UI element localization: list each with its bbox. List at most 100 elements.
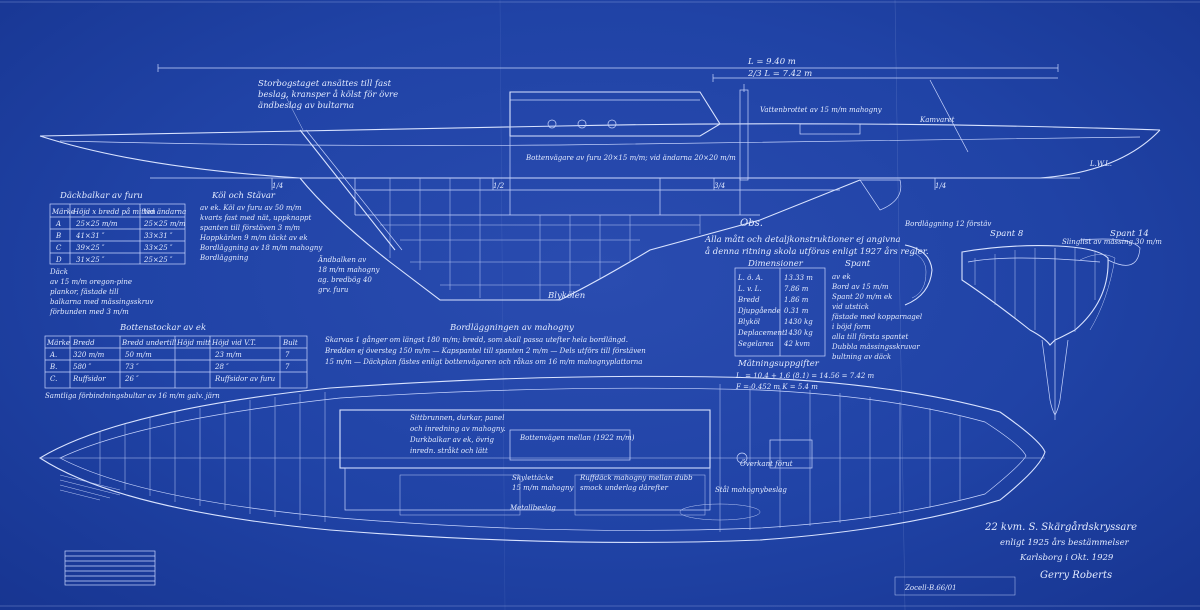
- bolt-cell-2-1: Ruffsidor: [72, 375, 106, 383]
- keel-text-3: Hoppkärlen 9 m/m täckt av ek: [199, 234, 308, 242]
- plan-note-2: Durkbalkar av ek, övrig: [409, 436, 495, 444]
- stem-note: Kamvaret: [919, 116, 955, 124]
- dim-cell-3-0: Djupgående: [737, 306, 781, 315]
- frames-text-7: Dubbla mässingsskruvar: [831, 343, 920, 351]
- deckbeam-h2: Vid ändarna: [143, 208, 186, 216]
- dim-cell-6-0: Segelarea: [738, 340, 774, 348]
- deckbeam-cell-0-0: A: [55, 220, 61, 228]
- title-line-1: 22 kvm. S. Skärgårdskryssare: [984, 521, 1137, 533]
- keel-text-0: av ek. Köl av furu av 50 m/m: [200, 204, 302, 212]
- dim-cell-5-0: Deplacement: [737, 329, 785, 337]
- bolt-cell-1-2: 73 ″: [125, 363, 139, 371]
- dim-cell-0-0: L. ö. A.: [737, 274, 763, 282]
- deckbeam-cell-3-2: 25×25 ″: [143, 256, 173, 264]
- frames-text-3: vid utstick: [832, 303, 869, 311]
- skylight-note-1: 15 m/m mahogny: [512, 484, 575, 492]
- scale-bar: [64, 550, 156, 586]
- length-top-dim: L = 9.40 m: [747, 57, 796, 67]
- deckhouse-note-2: ag. bredbög 40: [318, 276, 372, 284]
- deckhouse-note-3: grv. furu: [318, 286, 349, 294]
- section-bulkhead-label: Bordläggning 12 förstäv: [904, 220, 991, 228]
- dim-cell-2-1: 1.86 m: [784, 296, 809, 304]
- section-mid-note: Slinglist av mässing 30 m/m: [1062, 238, 1162, 246]
- cabin-note-0: Ruffdäck mahogny mellan dubb: [579, 474, 693, 482]
- keel-text-4: Bordläggning av 18 m/m mahogny: [199, 244, 323, 252]
- planking-line-1: Skarvas 1 gånger om längst 180 m/m; bred…: [325, 335, 628, 344]
- bolt-cell-0-5: 7: [285, 351, 290, 359]
- keel-text-5: Bordläggning: [199, 254, 249, 262]
- cabin-note-1: smock underlag därefter: [580, 484, 669, 492]
- measure-row-0: L. = 10.4 + 1.6 (8.1) = 14.56 = 7.42 m: [735, 372, 875, 380]
- bolt-cell-1-1: 580 ″: [73, 363, 92, 371]
- general-title: Obs.: [740, 218, 763, 229]
- dim-cell-0-1: 13.33 m: [784, 274, 813, 282]
- deckbeam-cell-0-2: 25×25 m/m: [143, 220, 186, 228]
- frames-text-2: Spant 20 m/m ek: [832, 293, 892, 301]
- bolt-cell-2-2: 26 ″: [124, 375, 139, 383]
- bench-note: Bottenvägen mellan (1922 m/m): [519, 434, 635, 442]
- hull-plan: [38, 375, 1046, 543]
- deckhouse-note-1: 18 m/m mahogny: [318, 266, 381, 274]
- cockpit-note: Vattenbrottet av 15 m/m mahogny: [760, 106, 883, 114]
- archive-stamp: Zocell-B.66/01: [904, 584, 957, 592]
- bolt-h0: Märke: [46, 339, 70, 347]
- dimensions-title: Dimensioner: [747, 259, 804, 269]
- station-quarter-1: 1/4: [272, 182, 283, 190]
- skylight-note-0: Skylettäcke: [512, 474, 553, 482]
- plan-note-0: Sittbrunnen, durkar, panel: [410, 414, 504, 422]
- deckbeam-cell-1-1: 41×31 ″: [75, 232, 105, 240]
- dim-cell-4-1: 1430 kg: [784, 318, 813, 326]
- bulwark-note: Bottenvägare av furu 20×15 m/m; vid ända…: [525, 154, 736, 162]
- hull-profile: [39, 64, 1161, 301]
- deckbeam-cell-1-2: 33×31 ″: [144, 232, 173, 240]
- bolt-cell-0-2: 50 m/m: [125, 351, 152, 359]
- length-mid-dim: 2/3 L = 7.42 m: [747, 69, 812, 79]
- keel-label: Blykölen: [547, 291, 585, 301]
- measure-title: Mätningsuppgifter: [737, 359, 820, 369]
- plan-note-3: inredn. stråkt och lätt: [410, 446, 488, 455]
- title-line-2: enligt 1925 års bestämmelser: [1000, 536, 1130, 548]
- title-line-3: Karlsborg i Okt. 1929: [1019, 553, 1114, 563]
- deckbeam-footer-2: plankor, fästade till: [50, 288, 119, 296]
- bolt-cell-0-1: 320 m/m: [73, 351, 105, 359]
- dim-cell-5-1: 1430 kg: [784, 329, 813, 337]
- deckbeam-table-grid: [49, 203, 186, 265]
- plan-note-1: och inredning av mahogny.: [410, 425, 506, 433]
- bolt-cell-1-5: 7: [285, 363, 290, 371]
- deckbeam-cell-3-1: 31×25 ″: [76, 256, 105, 264]
- deckhouse-note-0: Ändbalken av: [317, 255, 366, 264]
- bolt-h3: Höjd mitt: [176, 339, 211, 347]
- bolt-h5: Bult: [282, 339, 298, 347]
- anchor-note: Stål mahognybeslag: [715, 485, 787, 494]
- halyard-note-3: ändbeslag av bultarna: [258, 101, 354, 111]
- dim-cell-1-1: 7.86 m: [784, 285, 809, 293]
- frames-text-1: Bord av 15 m/m: [831, 283, 889, 291]
- measure-row-1: F = 0.452 m K = 5.4 m: [735, 383, 818, 391]
- bow-hatch-note: Överkant förut: [740, 459, 793, 468]
- deckbeam-footer-0: Däck: [49, 268, 68, 276]
- signature: Gerry Roberts: [1040, 570, 1112, 581]
- deckbeam-footer-4: förbunden med 3 m/m: [49, 308, 129, 316]
- dimensions-table-grid: [734, 267, 826, 357]
- bolt-cell-1-0: B.: [49, 363, 57, 371]
- frames-title: Spant: [845, 259, 871, 269]
- frames-text-5: i böjd form: [832, 323, 871, 331]
- halyard-note-1: Storbogstaget ansättes till fast: [258, 79, 392, 89]
- deckbeam-cell-2-2: 33×25 ″: [144, 244, 173, 252]
- dim-cell-1-0: L. v. L.: [737, 285, 762, 293]
- planking-line-2: Bredden ej översteg 150 m/m — Kapspantel…: [324, 347, 646, 355]
- keel-text-2: spanten till förstäven 3 m/m: [200, 224, 300, 232]
- keel-text-1: kvarts fast med nät, uppknappt: [200, 214, 312, 222]
- bolt-cell-0-4: 23 m/m: [214, 351, 242, 359]
- dim-cell-3-1: 0.31 m: [784, 307, 809, 315]
- deckbeam-footer-1: av 15 m/m oregon-pine: [50, 278, 132, 286]
- bolt-h2: Bredd undertill: [121, 339, 176, 347]
- bolt-cell-2-4: Ruffsidor av furu: [214, 375, 276, 383]
- bolt-cell-1-4: 28 ″: [214, 363, 229, 371]
